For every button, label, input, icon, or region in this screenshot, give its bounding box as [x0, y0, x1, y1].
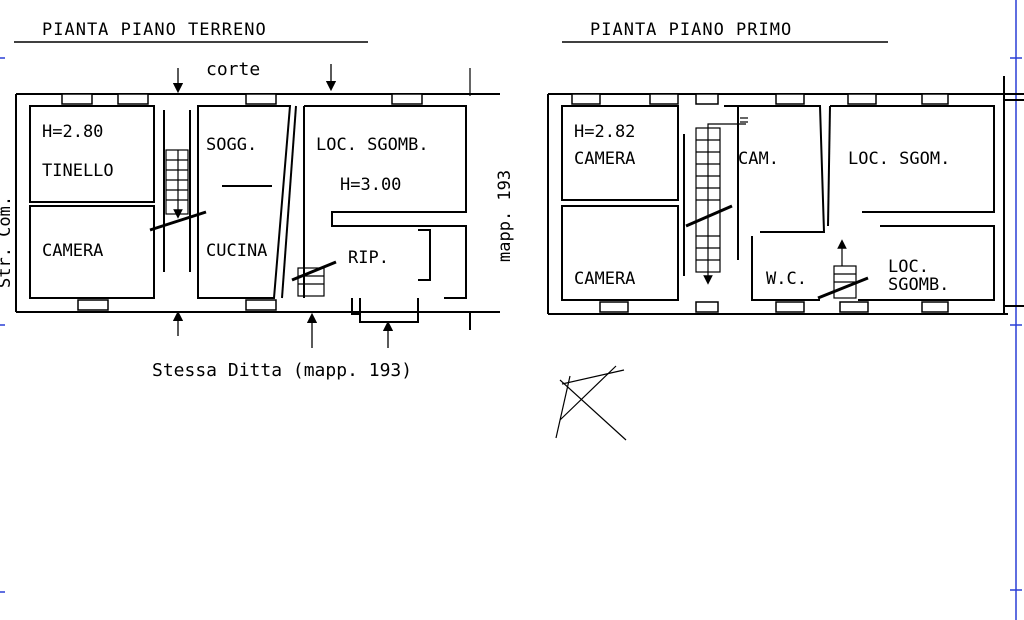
first-floor-title-text: PIANTA PIANO PRIMO	[590, 20, 792, 40]
first-floor-title: PIANTA PIANO PRIMO	[562, 20, 888, 43]
room-tinello: TINELLO	[42, 161, 114, 181]
ground-height-right: H=3.00	[340, 175, 401, 195]
ground-floor-windows	[61, 93, 423, 311]
room-wc: W.C.	[766, 269, 807, 289]
ground-floor-title: PIANTA PIANO TERRENO	[14, 20, 368, 43]
north-orientation-sketch	[555, 365, 627, 441]
room-loc-sgomb-ground: LOC. SGOMB.	[316, 135, 429, 155]
room-soggiorno: SOGG.	[206, 135, 257, 155]
side-label-strada: Str. Com.	[0, 196, 15, 288]
room-loc-first-line2: SGOMB.	[888, 275, 949, 295]
ground-floor-staircase	[149, 149, 337, 297]
room-camera-ground: CAMERA	[42, 241, 103, 261]
room-loc-first-line1: LOC.	[888, 257, 929, 277]
ground-height-left: H=2.80	[42, 122, 103, 142]
ground-floor-walls	[15, 93, 500, 330]
room-cam-first: CAM.	[738, 149, 779, 169]
bottom-note: Stessa Ditta (mapp. 193)	[152, 360, 412, 381]
first-floor-staircase	[685, 117, 869, 300]
ground-floor-title-text: PIANTA PIANO TERRENO	[42, 20, 267, 40]
first-floor-windows	[571, 93, 949, 313]
room-loc-sgom-first: LOC. SGOM.	[848, 149, 950, 169]
side-label-mapp: mapp. 193	[495, 170, 515, 262]
room-camera-first-bottom: CAMERA	[574, 269, 635, 289]
room-camera-first-top: CAMERA	[574, 149, 635, 169]
room-cucina: CUCINA	[206, 241, 267, 261]
first-height: H=2.82	[574, 122, 635, 142]
courtyard-label: corte	[206, 59, 260, 80]
room-ripostiglio: RIP.	[348, 248, 389, 268]
